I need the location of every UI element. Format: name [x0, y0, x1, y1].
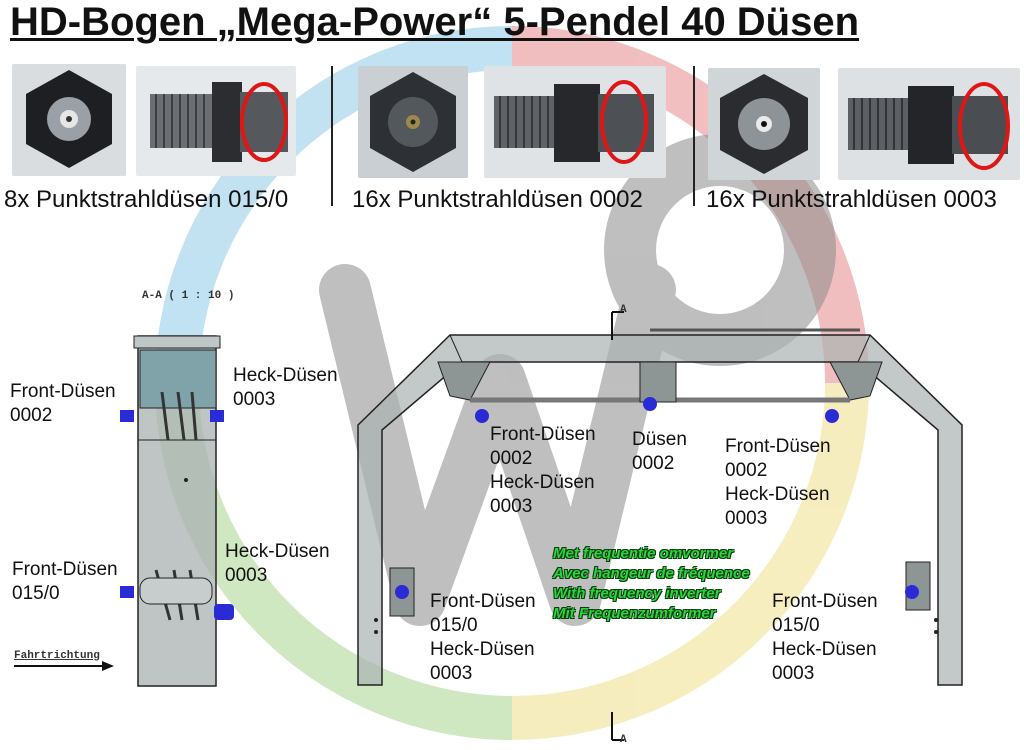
section-title: A-A ( 1 : 10 ): [142, 290, 235, 302]
nozzle-photo-front: [12, 64, 126, 176]
caption-0003: 16x Punktstrahldüsen 0003: [706, 186, 997, 213]
arch-drawing: [357, 311, 963, 741]
label-arch-left-mid: Front-Düsen 0002 Heck-Düsen 0003: [490, 424, 596, 517]
section-marker-top: A: [620, 304, 627, 316]
label-front-top: Front-Düsen 0002: [10, 381, 116, 426]
label-arch-center: Düsen 0002: [632, 429, 687, 474]
label-arch-right-low: Front-Düsen 015/0 Heck-Düsen 0003: [772, 591, 878, 684]
separator-1: [331, 66, 333, 206]
section-drawing: [120, 335, 234, 687]
section-marker-bottom: A: [620, 734, 627, 746]
caption-0002: 16x Punktstrahldüsen 0002: [352, 186, 643, 213]
caption-015-0: 8x Punktstrahldüsen 015/0: [4, 186, 289, 213]
label-arch-left-low: Front-Düsen 015/0 Heck-Düsen 0003: [430, 591, 536, 684]
separator-2: [693, 66, 695, 206]
direction-label: Fahrtrichtung: [14, 650, 100, 662]
nozzle-photo-side: [484, 66, 666, 178]
nozzle-photo-front: [708, 68, 820, 180]
label-front-bottom: Front-Düsen 015/0: [12, 559, 118, 604]
nozzle-photo-side: [838, 68, 1020, 180]
note-en: With frequency inverter: [553, 585, 721, 602]
direction-arrow-icon: [14, 661, 114, 671]
nozzle-photo-side: [136, 66, 296, 176]
nozzle-photo-front: [358, 66, 468, 178]
note-de: Mit Frequenzumformer: [553, 605, 716, 622]
note-fr: Avec hangeur de fréquence: [553, 565, 750, 582]
note-nl: Met frequentie omvormer: [553, 545, 734, 562]
label-heck-bottom: Heck-Düsen 0003: [225, 541, 330, 586]
label-arch-right-mid: Front-Düsen 0002 Heck-Düsen 0003: [725, 436, 831, 529]
label-heck-top: Heck-Düsen 0003: [233, 365, 338, 410]
page-title: HD-Bogen „Mega-Power“ 5-Pendel 40 Düsen: [10, 0, 860, 44]
